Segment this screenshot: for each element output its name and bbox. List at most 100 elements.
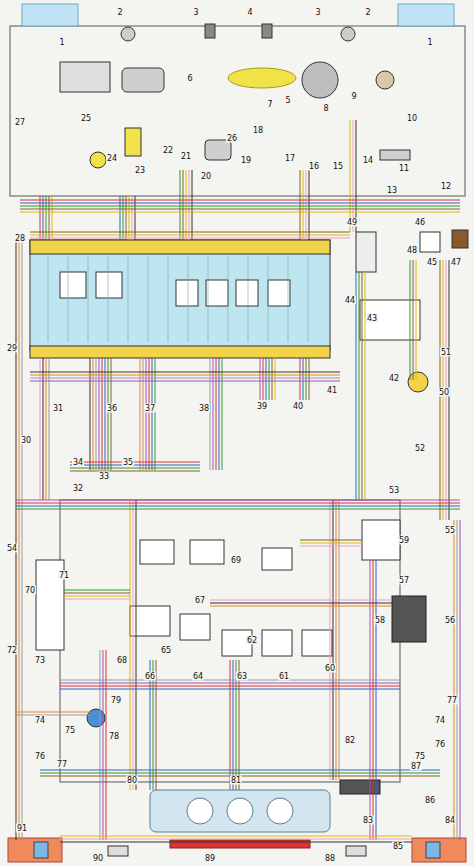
callout-number: 6	[186, 74, 193, 83]
distributor	[376, 71, 394, 89]
callout-number: 75	[64, 726, 76, 735]
switch	[420, 232, 440, 252]
callout-number: 18	[252, 126, 264, 135]
wire	[180, 170, 181, 240]
callout-number: 16	[308, 162, 320, 171]
callout-number: 2	[364, 8, 371, 17]
callout-number: 53	[388, 486, 400, 495]
callout-number: 3	[314, 8, 321, 17]
relay-block	[360, 300, 420, 340]
callout-number: 69	[230, 556, 242, 565]
wire	[70, 465, 200, 466]
wire	[30, 378, 340, 379]
battery	[60, 62, 110, 92]
gauge	[187, 798, 213, 824]
wire	[22, 240, 23, 840]
wire	[49, 358, 50, 500]
callout-number: 19	[240, 156, 252, 165]
callout-number: 24	[106, 154, 118, 163]
connector-strip	[30, 346, 330, 358]
wire	[136, 500, 137, 790]
wire	[20, 212, 460, 213]
callout-number: 31	[52, 404, 64, 413]
callout-number: 11	[398, 164, 410, 173]
callout-number: 72	[6, 646, 18, 655]
wire	[210, 603, 392, 604]
wire	[60, 683, 400, 684]
wire	[20, 206, 460, 207]
callout-number: 33	[98, 472, 110, 481]
wire	[208, 256, 209, 342]
callout-number: 85	[392, 842, 404, 851]
wire	[228, 256, 229, 342]
cooling-fan	[228, 68, 296, 88]
switch	[180, 614, 210, 640]
callout-number: 39	[256, 402, 268, 411]
callout-number: 17	[284, 154, 296, 163]
callout-number: 26	[226, 134, 238, 143]
wire	[16, 715, 90, 716]
headlight	[398, 4, 454, 26]
callout-number: 25	[80, 114, 92, 123]
callout-number: 9	[350, 92, 357, 101]
callout-number: 86	[424, 796, 436, 805]
callout-number: 77	[56, 760, 68, 769]
wire	[336, 500, 337, 780]
callout-number: 90	[92, 854, 104, 863]
wire	[300, 358, 301, 400]
connector-strip	[30, 240, 330, 254]
wire	[64, 596, 130, 597]
callout-number: 62	[246, 636, 258, 645]
wire	[183, 170, 184, 240]
wire	[188, 256, 189, 342]
wire	[410, 260, 411, 380]
callout-number: 20	[200, 172, 212, 181]
wire	[268, 256, 269, 342]
wire	[309, 358, 310, 400]
wire	[300, 170, 301, 240]
callout-number: 76	[34, 752, 46, 761]
wire	[64, 593, 130, 594]
callout-number: 57	[398, 576, 410, 585]
wire	[333, 500, 334, 780]
wire	[46, 358, 47, 500]
callout-number: 36	[106, 404, 118, 413]
wire	[356, 120, 357, 232]
wire	[100, 650, 101, 840]
wire	[19, 240, 20, 840]
callout-number: 41	[326, 386, 338, 395]
wire	[60, 836, 412, 837]
relay	[60, 272, 86, 298]
engine-bay-frame	[10, 26, 465, 196]
wiper-motor	[205, 140, 231, 160]
wire	[275, 358, 276, 400]
callout-number: 12	[440, 182, 452, 191]
callout-number: 21	[180, 152, 192, 161]
lamp-switch	[262, 548, 292, 570]
callout-number: 47	[450, 258, 462, 267]
starter	[122, 68, 164, 92]
fuse-block	[30, 240, 330, 350]
wire	[309, 170, 310, 240]
wire	[130, 500, 131, 790]
callout-number: 32	[72, 484, 84, 493]
wire	[186, 170, 187, 240]
callout-number: 52	[414, 444, 426, 453]
lamp	[34, 842, 48, 858]
wire	[48, 256, 49, 342]
wire	[88, 256, 89, 342]
relay	[206, 280, 228, 306]
headlight	[22, 4, 78, 26]
callout-number: 58	[374, 616, 386, 625]
callout-number: 67	[194, 596, 206, 605]
wire	[350, 120, 351, 232]
callout-number: 1	[426, 38, 433, 47]
brake-light	[170, 840, 310, 848]
callout-number: 48	[406, 246, 418, 255]
callout-number: 88	[324, 854, 336, 863]
wire	[64, 599, 130, 600]
wire	[303, 170, 304, 240]
callout-number: 74	[434, 716, 446, 725]
callout-number: 77	[446, 696, 458, 705]
